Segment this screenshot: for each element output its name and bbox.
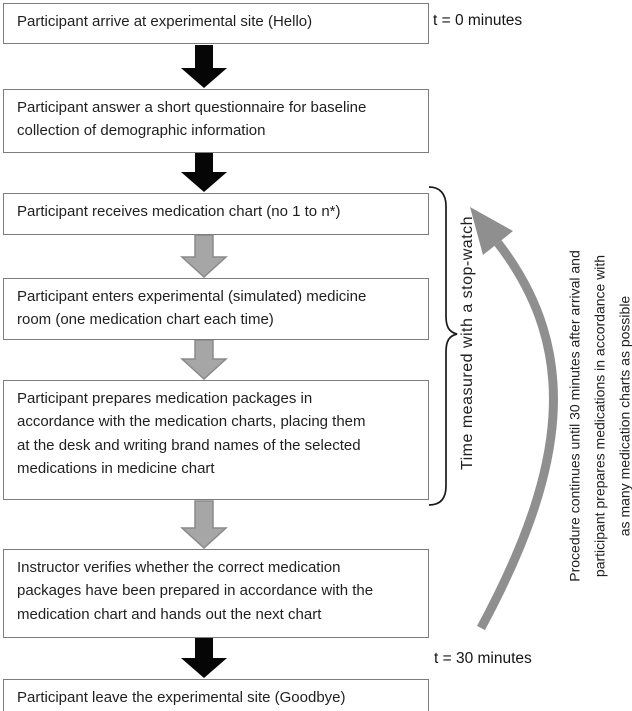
- down-arrow-icon: [181, 45, 227, 88]
- box-text: medications in medicine chart: [17, 460, 215, 478]
- down-arrow-icon: [181, 638, 227, 678]
- box-text: collection of demographic information: [17, 122, 266, 140]
- loop-note-line: Procedure continues until 30 minutes aft…: [566, 250, 583, 582]
- box-text: Participant receives medication chart (n…: [17, 203, 341, 220]
- loop-procedure-note: Procedure continues until 30 minutes aft…: [563, 250, 632, 582]
- loop-arrowhead-icon: [470, 207, 513, 255]
- time-end-label: t = 30 minutes: [434, 650, 532, 667]
- box-text: Participant prepares medication packages…: [17, 390, 313, 407]
- box-enter-room: Participant enters experimental (simulat…: [3, 278, 429, 340]
- box-text: Participant enters experimental (simulat…: [17, 288, 367, 305]
- box-text: packages have been prepared in accordanc…: [17, 582, 374, 600]
- box-text: medication chart and hands out the next …: [17, 605, 322, 623]
- box-text: Participant arrive at experimental site …: [17, 13, 313, 30]
- down-arrow-gray-icon: [180, 234, 228, 279]
- down-arrow-icon: [181, 153, 227, 192]
- loop-note-line: participant prepares medications in acco…: [591, 254, 608, 578]
- curly-brace: [428, 186, 458, 506]
- loop-arrow-icon: [477, 240, 558, 631]
- box-leave: Participant leave the experimental site …: [3, 679, 429, 711]
- box-text: Instructor verifies whether the correct …: [17, 559, 341, 576]
- box-text: at the desk and writing brand names of t…: [17, 436, 361, 454]
- box-instructor-verify: Instructor verifies whether the correct …: [3, 549, 429, 638]
- down-arrow-gray-icon: [180, 500, 228, 550]
- box-arrival: Participant arrive at experimental site …: [3, 3, 429, 44]
- box-text: Participant answer a short questionnaire…: [17, 99, 367, 116]
- box-questionnaire: Participant answer a short questionnaire…: [3, 89, 429, 153]
- loop-note-line: as many medication charts as possible: [616, 295, 632, 537]
- box-text: room (one medication chart each time): [17, 311, 274, 329]
- box-text: accordance with the medication charts, p…: [17, 413, 366, 431]
- time-start-label: t = 0 minutes: [433, 12, 523, 29]
- box-prepare-meds: Participant prepares medication packages…: [3, 380, 429, 500]
- box-receive-chart: Participant receives medication chart (n…: [3, 193, 429, 235]
- down-arrow-gray-icon: [180, 339, 228, 381]
- stopwatch-label: Time measured with a stop-watch: [459, 215, 476, 471]
- box-text: Participant leave the experimental site …: [17, 689, 346, 706]
